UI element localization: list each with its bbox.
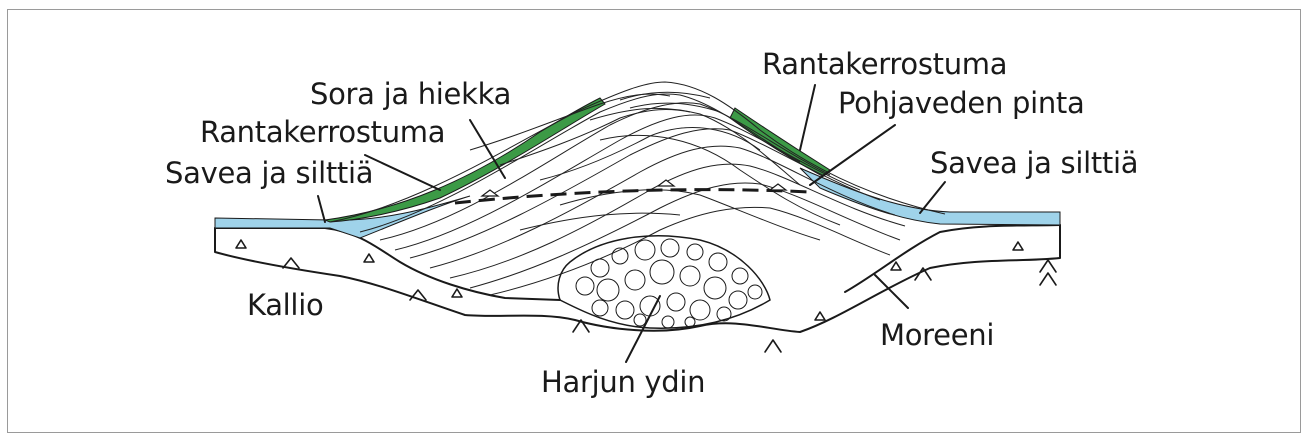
label-till: Moreeni [880,318,994,352]
label-bedrock: Kallio [247,288,323,322]
label-clay-silt-left: Savea ja silttiä [165,156,373,190]
label-shore-deposit-left: Rantakerrostuma [200,115,445,149]
label-esker-core: Harjun ydin [541,365,705,399]
label-sand-gravel: Sora ja hiekka [310,77,511,111]
label-groundwater-level: Pohjaveden pinta [838,86,1084,120]
esker-core-boulders [558,236,770,328]
label-clay-silt-right: Savea ja silttiä [930,146,1138,180]
label-shore-deposit-right: Rantakerrostuma [762,47,1007,81]
